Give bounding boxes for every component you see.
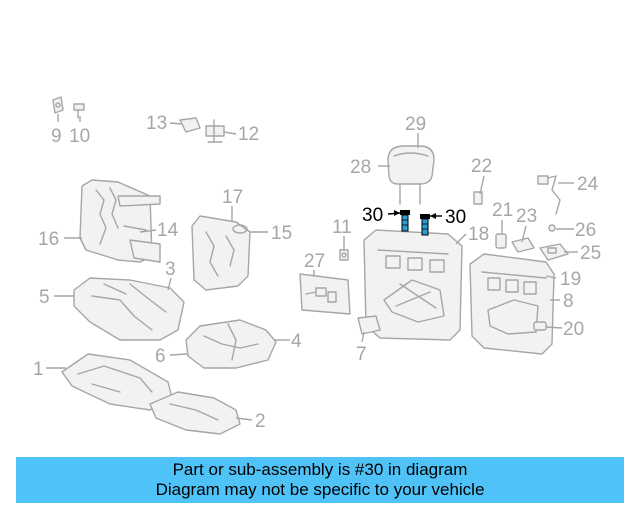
part-4-seat-cushion [185, 319, 277, 369]
callout-17: 17 [222, 187, 243, 208]
callout-12: 12 [238, 124, 259, 145]
part-30-bolt-right [420, 214, 430, 236]
part-24-cable [537, 175, 561, 215]
callout-10: 10 [69, 126, 90, 147]
callout-25: 25 [580, 243, 601, 264]
callout-16: 16 [38, 229, 59, 250]
part-2-frame [149, 391, 241, 435]
callout-27: 27 [304, 251, 325, 272]
part-11-fastener [339, 249, 349, 261]
callout-29: 29 [405, 114, 426, 135]
callout-2: 2 [255, 411, 266, 432]
part-22-clip [473, 191, 483, 205]
callout-1: 1 [33, 359, 44, 380]
callout-15: 15 [271, 223, 292, 244]
callout-28: 28 [350, 157, 371, 178]
part-3-seat-cushion [73, 277, 185, 341]
part-21-clip [495, 233, 507, 249]
banner-line-part: Part or sub-assembly is #30 in diagram [172, 460, 468, 479]
callout-9: 9 [51, 126, 62, 147]
callout-11: 11 [332, 217, 352, 238]
part-30-bolt-left [400, 210, 410, 232]
callout-7: 7 [356, 344, 367, 365]
callout-26: 26 [575, 220, 596, 241]
part-25-latch [539, 243, 569, 261]
callout-5: 5 [39, 287, 50, 308]
part-12-bracket [205, 119, 225, 143]
part-9-clip [52, 96, 64, 114]
callout-6: 6 [155, 346, 166, 367]
part-27-bracket-plate [299, 273, 351, 315]
info-banner: Part or sub-assembly is #30 in diagram D… [16, 457, 624, 503]
callout-19: 19 [560, 269, 581, 290]
part-29-headrest [387, 145, 435, 205]
part-26-fastener [548, 224, 556, 232]
callout-30-left: 30 [362, 205, 383, 226]
callout-21: 21 [492, 200, 513, 221]
part-10-clip [73, 103, 85, 119]
part-19-seat-back-frame [469, 253, 555, 355]
part-13-bracket [179, 117, 201, 133]
callout-8: 8 [563, 291, 574, 312]
callout-14: 14 [157, 220, 179, 241]
callout-30-right: 30 [445, 207, 466, 228]
parts-diagram: 9 10 13 12 16 14 17 15 3 5 6 4 1 2 11 27… [33, 96, 601, 435]
banner-line-disclaimer: Diagram may not be specific to your vehi… [155, 480, 485, 499]
leader-lines [46, 114, 578, 421]
callout-18: 18 [468, 224, 489, 245]
callout-13: 13 [146, 113, 167, 134]
callout-24: 24 [577, 174, 599, 195]
callout-4: 4 [291, 331, 302, 352]
callout-22: 22 [471, 156, 492, 177]
callout-3: 3 [165, 259, 176, 280]
part-15-seat-back-right [191, 215, 251, 291]
part-20-bolt [533, 321, 547, 331]
callout-20: 20 [563, 319, 584, 340]
callout-23: 23 [516, 206, 537, 227]
part-14-panel [129, 239, 161, 263]
part-7-bracket [357, 315, 381, 335]
